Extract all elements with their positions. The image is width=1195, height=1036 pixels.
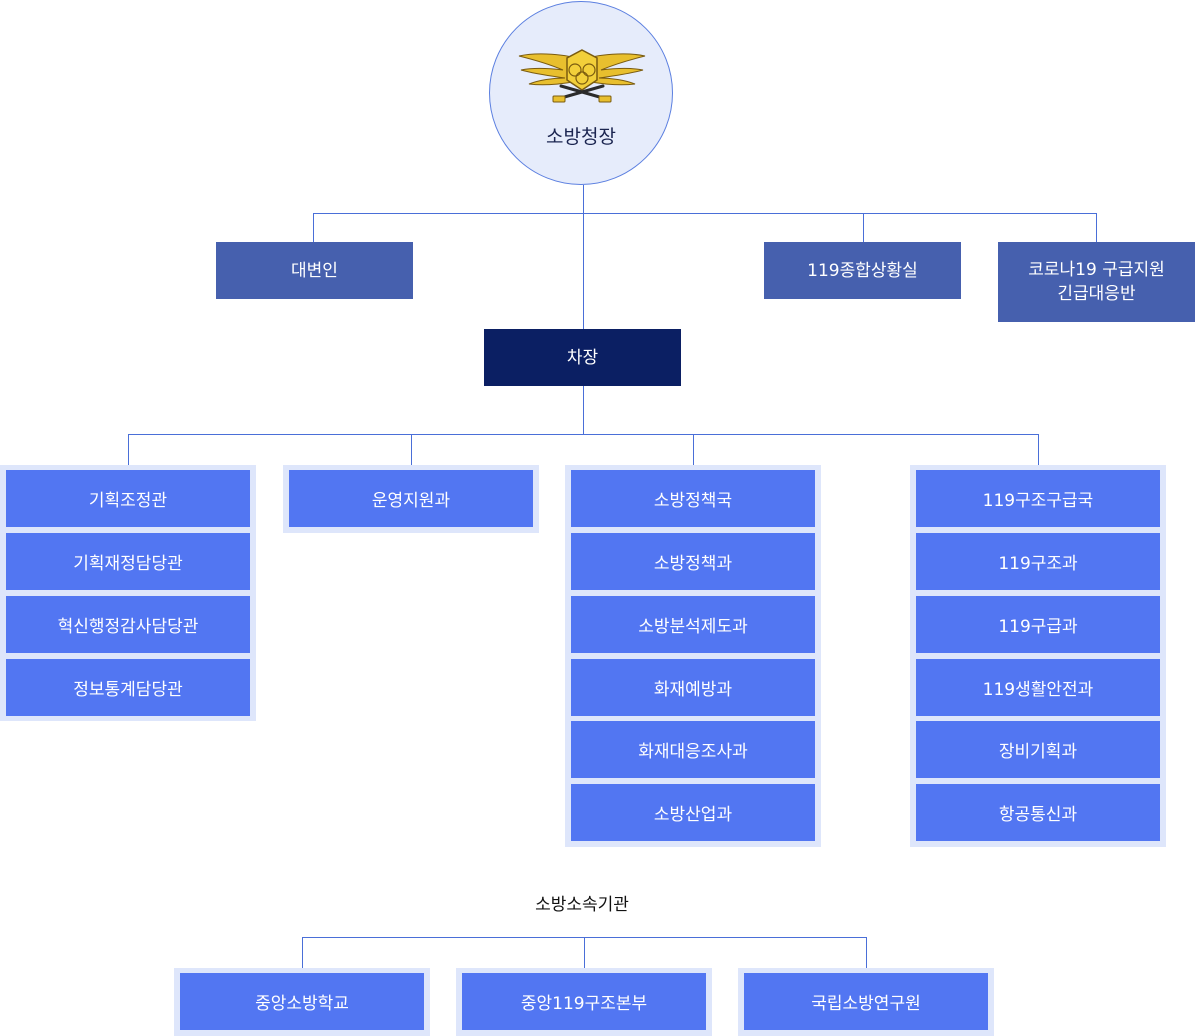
- unit-fire-industry-division[interactable]: 소방산업과: [571, 784, 815, 841]
- unit-rescue-ems-bureau[interactable]: 119구조구급국: [916, 470, 1160, 527]
- staff-situation-room-box[interactable]: 119종합상황실: [764, 242, 961, 299]
- unit-fire-research[interactable]: 국립소방연구원: [744, 973, 988, 1030]
- connector-staff-3: [1096, 213, 1097, 242]
- connector-staff-bar: [313, 213, 1097, 214]
- staff-covid-response-box[interactable]: 코로나19 구급지원 긴급대응반: [998, 242, 1195, 322]
- unit-operations-support[interactable]: 운영지원과: [289, 470, 533, 527]
- connector-deputy-down: [583, 386, 584, 434]
- deputy-box[interactable]: 차장: [484, 329, 681, 386]
- unit-equipment-division[interactable]: 장비기획과: [916, 721, 1160, 778]
- group-fire-policy: 소방정책국 소방정책과 소방분석제도과 화재예방과 화재대응조사과 소방산업과: [565, 465, 821, 847]
- connector-staff-2: [863, 213, 864, 242]
- connector-affiliated-2: [584, 937, 585, 968]
- unit-planning-coordination[interactable]: 기획조정관: [6, 470, 250, 527]
- connector-affiliated-3: [866, 937, 867, 968]
- connector-group-4: [1038, 434, 1039, 465]
- unit-safety-division[interactable]: 119생활안전과: [916, 659, 1160, 716]
- staff-spokesperson-box[interactable]: 대변인: [216, 242, 413, 299]
- affiliated-group-1: 중앙소방학교: [174, 968, 430, 1036]
- group-planning: 기획조정관 기획재정담당관 혁신행정감사담당관 정보통계담당관: [0, 465, 256, 721]
- connector-group-1: [128, 434, 129, 465]
- group-operations: 운영지원과: [283, 465, 539, 533]
- unit-fire-analysis-division[interactable]: 소방분석제도과: [571, 596, 815, 653]
- connector-affiliated-1: [302, 937, 303, 968]
- chief-node[interactable]: 소방청장: [489, 1, 673, 185]
- unit-fire-policy-bureau[interactable]: 소방정책국: [571, 470, 815, 527]
- affiliated-title: 소방소속기관: [535, 895, 629, 915]
- unit-fire-response-division[interactable]: 화재대응조사과: [571, 721, 815, 778]
- connector-group-3: [693, 434, 694, 465]
- unit-rescue-hq[interactable]: 중앙119구조본부: [462, 973, 706, 1030]
- connector-staff-1: [313, 213, 314, 242]
- unit-fire-prevention-division[interactable]: 화재예방과: [571, 659, 815, 716]
- affiliated-group-2: 중앙119구조본부: [456, 968, 712, 1036]
- unit-innovation-audit[interactable]: 혁신행정감사담당관: [6, 596, 250, 653]
- chief-title: 소방청장: [546, 126, 616, 148]
- unit-info-statistics[interactable]: 정보통계담당관: [6, 659, 250, 716]
- unit-fire-policy-division[interactable]: 소방정책과: [571, 533, 815, 590]
- group-rescue-ems: 119구조구급국 119구조과 119구급과 119생활안전과 장비기획과 항공…: [910, 465, 1166, 847]
- connector-groups-bar: [128, 434, 1039, 435]
- fire-agency-emblem-icon: [518, 49, 646, 103]
- unit-rescue-division[interactable]: 119구조과: [916, 533, 1160, 590]
- connector-chief-deputy: [583, 185, 584, 330]
- unit-fire-academy[interactable]: 중앙소방학교: [180, 973, 424, 1030]
- unit-ems-division[interactable]: 119구급과: [916, 596, 1160, 653]
- unit-planning-finance[interactable]: 기획재정담당관: [6, 533, 250, 590]
- connector-group-2: [411, 434, 412, 465]
- unit-aviation-division[interactable]: 항공통신과: [916, 784, 1160, 841]
- affiliated-group-3: 국립소방연구원: [738, 968, 994, 1036]
